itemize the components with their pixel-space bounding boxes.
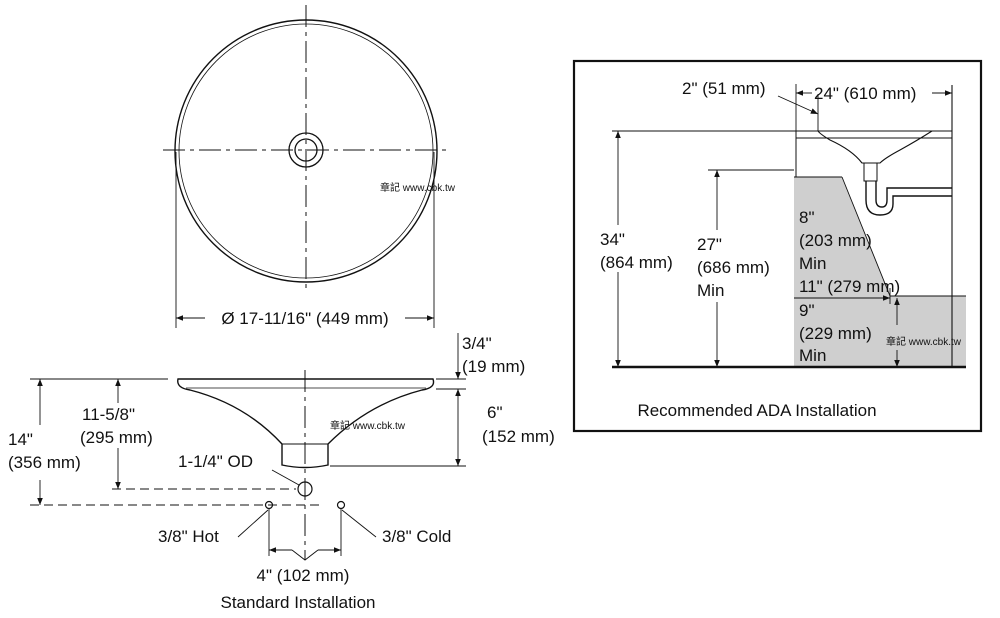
knee-depth-min: Min <box>799 254 826 273</box>
spacing-label: 4" (102 mm) <box>257 566 350 585</box>
toe-height-in: 9" <box>799 301 815 320</box>
standard-caption: Standard Installation <box>221 593 376 612</box>
ada-drain-tail <box>863 162 878 182</box>
knee-label-in: 27" <box>697 235 722 254</box>
basin-profile <box>177 378 435 469</box>
spacing-pointer <box>291 549 319 561</box>
overall-label-mm: (356 mm) <box>8 453 81 472</box>
ada-frame <box>572 59 983 433</box>
knee-depth-mm: (203 mm) <box>799 231 872 250</box>
hot-leader <box>237 509 269 538</box>
knee-slope-line <box>841 176 891 297</box>
knee-label-min: Min <box>697 281 724 300</box>
ada-panel: 章記 www.cbk.tw 2" (51 mm) 24" (610 mm) 34… <box>572 59 983 433</box>
drain-height-label-in: 11-5/8" <box>82 405 135 424</box>
toe-height-min: Min <box>799 346 826 365</box>
side-watermark: 章記 www.cbk.tw <box>330 419 406 432</box>
knee-depth-in: 8" <box>799 208 815 227</box>
cold-supply <box>336 500 346 510</box>
hot-supply <box>264 500 274 510</box>
overall-label-in: 14" <box>8 430 33 449</box>
height-label-mm: (864 mm) <box>600 253 673 272</box>
depth-label-mm: (152 mm) <box>482 427 555 446</box>
rim-label-in: 3/4" <box>462 334 492 353</box>
drain-outlet <box>297 481 313 497</box>
toe-depth-label: 11" (279 mm) <box>799 277 900 296</box>
toe-height-mm: (229 mm) <box>799 324 872 343</box>
rim-label-mm: (19 mm) <box>462 357 525 376</box>
top-watermark: 章記 www.cbk.tw <box>380 181 456 194</box>
top-view: 章記 www.cbk.tw Ø 17-11/16" (449 mm) <box>163 5 456 328</box>
ada-sink-bowl <box>816 130 934 164</box>
cold-label: 3/8" Cold <box>382 527 451 546</box>
side-view: 章記 www.cbk.tw 3/4" (19 mm) 6" (152 mm) 1… <box>8 333 555 612</box>
drain-od-leader <box>271 469 300 486</box>
depth-label-in: 6" <box>487 403 503 422</box>
drain-od-label: 1-1/4" OD <box>178 452 253 471</box>
hot-label: 3/8" Hot <box>158 527 219 546</box>
width-label: 24" (610 mm) <box>814 84 916 103</box>
p-trap <box>865 181 952 216</box>
setback-leader <box>777 95 819 115</box>
cold-leader <box>341 509 377 538</box>
setback-label: 2" (51 mm) <box>682 79 766 98</box>
ada-watermark: 章記 www.cbk.tw <box>886 335 962 348</box>
height-label-in: 34" <box>600 230 625 249</box>
diameter-label: Ø 17-11/16" (449 mm) <box>221 309 388 328</box>
knee-label-mm: (686 mm) <box>697 258 770 277</box>
ada-caption: Recommended ADA Installation <box>637 401 876 420</box>
drain-height-label-mm: (295 mm) <box>80 428 153 447</box>
